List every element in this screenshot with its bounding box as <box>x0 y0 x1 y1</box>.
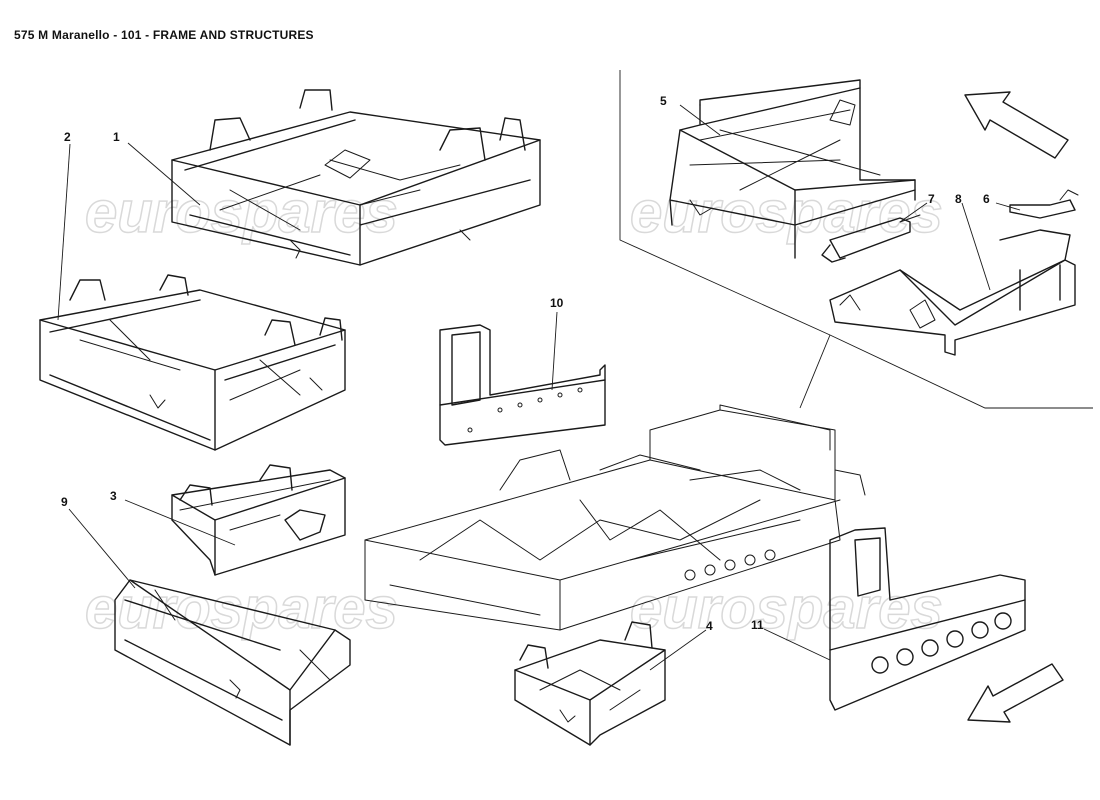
part-3-crossmember <box>171 464 346 576</box>
callout-3: 3 <box>110 489 117 503</box>
part-2-front-frame <box>39 274 346 451</box>
callout-leader <box>124 499 236 546</box>
callout-leader <box>649 629 707 671</box>
callout-leader <box>899 202 928 223</box>
watermark-text: eurospares <box>85 576 398 641</box>
callout-2: 2 <box>64 130 71 144</box>
part-6-bracket <box>1009 189 1079 219</box>
watermark-text: eurospares <box>630 576 943 641</box>
part-11-side-sill <box>829 527 1026 711</box>
callout-7: 7 <box>928 192 935 206</box>
inset-pointer <box>799 334 831 409</box>
callout-leader <box>57 143 71 321</box>
part-8-rear-subframe <box>829 229 1076 356</box>
callout-leader <box>763 628 831 661</box>
callout-leader <box>679 104 721 136</box>
callout-leader <box>127 142 201 206</box>
callout-leader <box>995 202 1021 211</box>
part-5-rear-frame <box>669 79 916 259</box>
watermark-text: eurospares <box>630 180 943 245</box>
main-chassis-frame <box>364 404 866 631</box>
callout-leader <box>551 311 558 391</box>
callout-6: 6 <box>983 192 990 206</box>
direction-arrow-icon <box>967 663 1064 723</box>
part-7-link <box>821 214 921 263</box>
callout-leader <box>961 202 991 291</box>
part-1-front-frame <box>171 89 541 266</box>
callout-9: 9 <box>61 495 68 509</box>
watermark-text: eurospares <box>85 180 398 245</box>
callout-11: 11 <box>751 618 764 632</box>
callout-1: 1 <box>113 130 120 144</box>
callout-8: 8 <box>955 192 962 206</box>
callout-leader <box>68 508 136 589</box>
direction-arrow-icon <box>964 91 1069 159</box>
callout-5: 5 <box>660 94 667 108</box>
part-9-crossmember <box>114 579 351 746</box>
callout-4: 4 <box>706 619 713 633</box>
callout-10: 10 <box>550 296 564 310</box>
part-4-rear-bracket <box>514 621 666 746</box>
page-title: 575 M Maranello - 101 - FRAME AND STRUCT… <box>14 28 314 42</box>
part-10-side-sill <box>439 324 606 446</box>
